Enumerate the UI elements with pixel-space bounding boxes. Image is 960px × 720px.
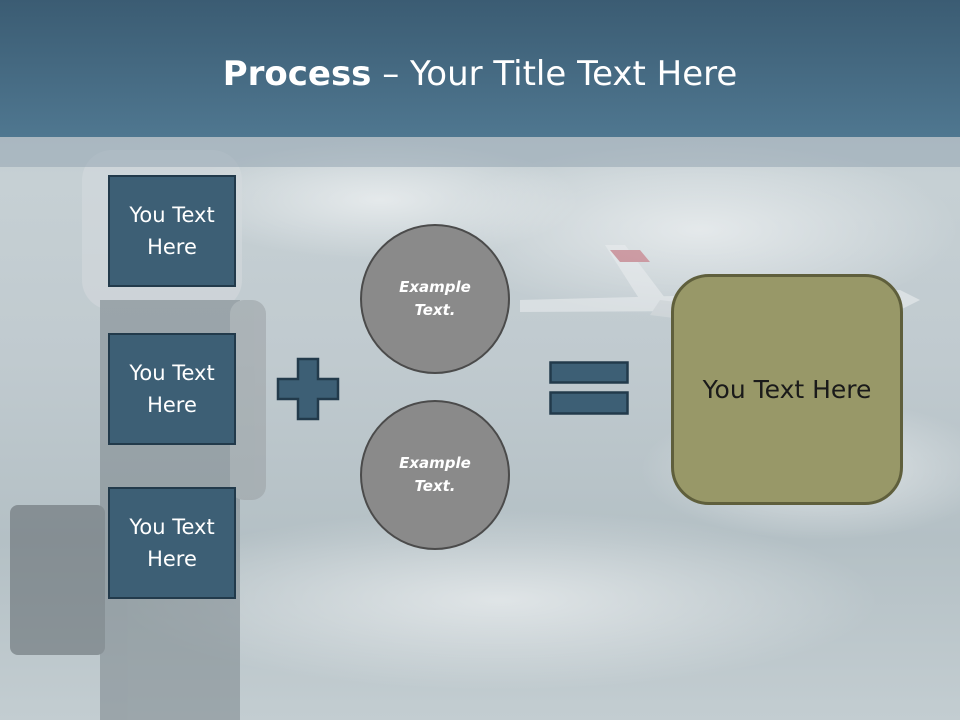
equals-icon[interactable] bbox=[549, 361, 629, 416]
title-rest: – Your Title Text Here bbox=[371, 54, 738, 94]
example-circle-2[interactable]: Example Text. bbox=[360, 400, 510, 550]
circle-label: Example Text. bbox=[399, 454, 471, 495]
result-box[interactable]: You Text Here bbox=[671, 274, 903, 505]
text-box-label: You Text Here bbox=[129, 515, 215, 571]
text-box-3[interactable]: You Text Here bbox=[108, 487, 236, 599]
title-strip bbox=[0, 137, 960, 167]
slide-title[interactable]: Process – Your Title Text Here bbox=[0, 52, 960, 96]
example-circle-1[interactable]: Example Text. bbox=[360, 224, 510, 374]
result-label: You Text Here bbox=[702, 375, 872, 404]
circle-label: Example Text. bbox=[399, 278, 471, 319]
cloud-shape bbox=[180, 140, 580, 260]
text-box-1[interactable]: You Text Here bbox=[108, 175, 236, 287]
plus-icon[interactable] bbox=[276, 357, 340, 421]
cloud-shape bbox=[120, 510, 880, 690]
text-box-label: You Text Here bbox=[129, 361, 215, 417]
title-bar bbox=[0, 0, 960, 137]
text-box-label: You Text Here bbox=[129, 203, 215, 259]
title-bold: Process bbox=[222, 54, 372, 94]
text-box-2[interactable]: You Text Here bbox=[108, 333, 236, 445]
